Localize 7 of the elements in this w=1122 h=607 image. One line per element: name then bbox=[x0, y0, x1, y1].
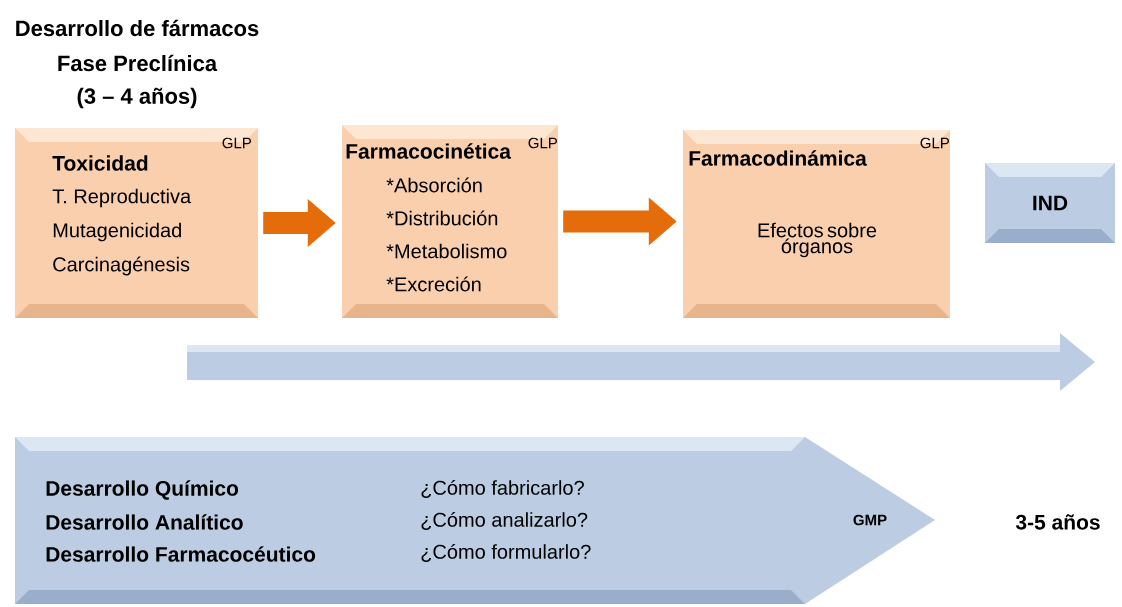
process-box: GLP Toxicidad T. Reproductiva Mutagenicidad Carcinagénesis bbox=[15, 128, 258, 318]
milestone-box: IND bbox=[985, 163, 1115, 243]
duration-label: 3-5 años bbox=[1015, 514, 1100, 530]
process-box: GLP Farmacodinámica Efectos sobre órganos bbox=[683, 130, 950, 318]
heading: Fase Preclínica bbox=[58, 54, 218, 72]
heading: Desarrollo de fármacos bbox=[16, 19, 259, 37]
process-box: GLP Farmacocinética *Absorción *Distribución *Metabolismo *Excreción bbox=[342, 125, 558, 318]
